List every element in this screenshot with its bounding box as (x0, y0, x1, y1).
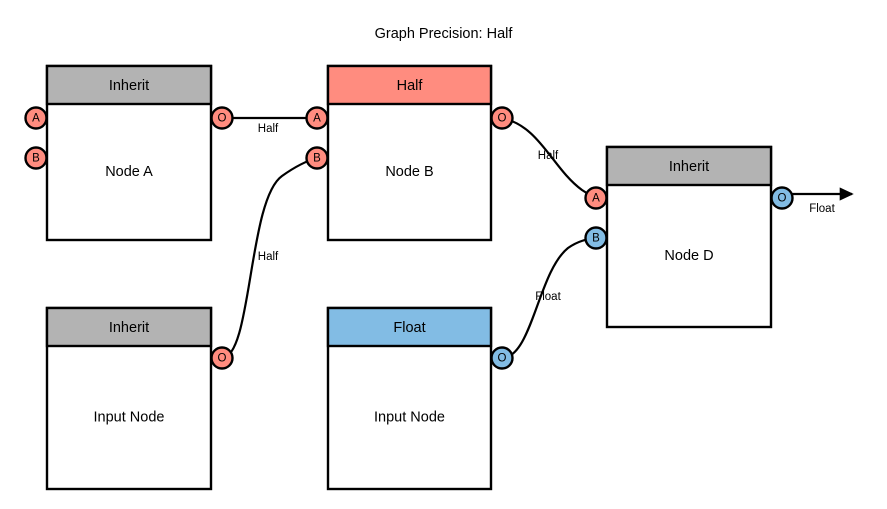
node-header (326, 64, 493, 106)
edge-label: Half (258, 251, 279, 263)
port-label: B (313, 153, 321, 165)
port-label: O (778, 193, 787, 205)
node-header (45, 306, 213, 348)
port-label: B (32, 153, 40, 165)
port-out-o-input-node-left[interactable]: O (210, 346, 234, 370)
node-header (326, 306, 493, 348)
node-header (45, 64, 213, 106)
port-out-o-node-b[interactable]: O (490, 106, 514, 130)
port-out-o-node-d[interactable]: O (770, 186, 794, 210)
edge-label: Half (258, 123, 279, 135)
edge-edge-inputleft-to-b[interactable]: Half (221, 156, 318, 360)
port-label: O (498, 353, 507, 365)
edge-edge-d-output[interactable]: Float (782, 187, 854, 215)
port-in-a-node-d[interactable]: A (584, 186, 608, 210)
port-label: A (592, 193, 600, 205)
port-in-a-node-a[interactable]: A (24, 106, 48, 130)
port-circle-icon (584, 226, 608, 250)
port-circle-icon (584, 186, 608, 210)
port-circle-icon (24, 106, 48, 130)
node-header (605, 145, 773, 187)
node-name-label: Node D (664, 248, 713, 264)
port-label: O (498, 113, 507, 125)
port-label: O (218, 353, 227, 365)
port-circle-icon (305, 106, 329, 130)
node-header-label: Inherit (109, 78, 149, 94)
node-header-label: Float (393, 320, 425, 336)
port-circle-icon (305, 146, 329, 170)
node-name-label: Node B (385, 164, 433, 180)
node-name-label: Input Node (94, 409, 165, 425)
port-in-b-node-a[interactable]: B (24, 146, 48, 170)
port-circle-icon (24, 146, 48, 170)
port-out-o-input-node-middle[interactable]: O (490, 346, 514, 370)
page-title: Graph Precision: Half (374, 26, 513, 42)
port-circle-icon (770, 186, 794, 210)
port-label: A (313, 113, 321, 125)
node-header-label: Inherit (109, 320, 149, 336)
port-in-b-node-b[interactable]: B (305, 146, 329, 170)
node-header-label: Inherit (669, 159, 709, 175)
node-name-label: Input Node (374, 409, 445, 425)
port-circle-icon (490, 346, 514, 370)
port-label: B (592, 233, 600, 245)
port-out-o-node-a[interactable]: O (210, 106, 234, 130)
port-label: A (32, 113, 40, 125)
port-circle-icon (490, 106, 514, 130)
edge-label: Float (535, 291, 561, 303)
port-circle-icon (210, 346, 234, 370)
port-label: O (218, 113, 227, 125)
port-in-a-node-b[interactable]: A (305, 106, 329, 130)
port-in-b-node-d[interactable]: B (584, 226, 608, 250)
edge-edge-a-to-b[interactable]: Half (222, 116, 317, 135)
edge-label: Half (538, 150, 559, 162)
port-circle-icon (210, 106, 234, 130)
node-name-label: Node A (105, 164, 153, 180)
edge-label: Float (809, 203, 835, 215)
edge-path (221, 156, 318, 360)
node-header-label: Half (397, 78, 424, 94)
